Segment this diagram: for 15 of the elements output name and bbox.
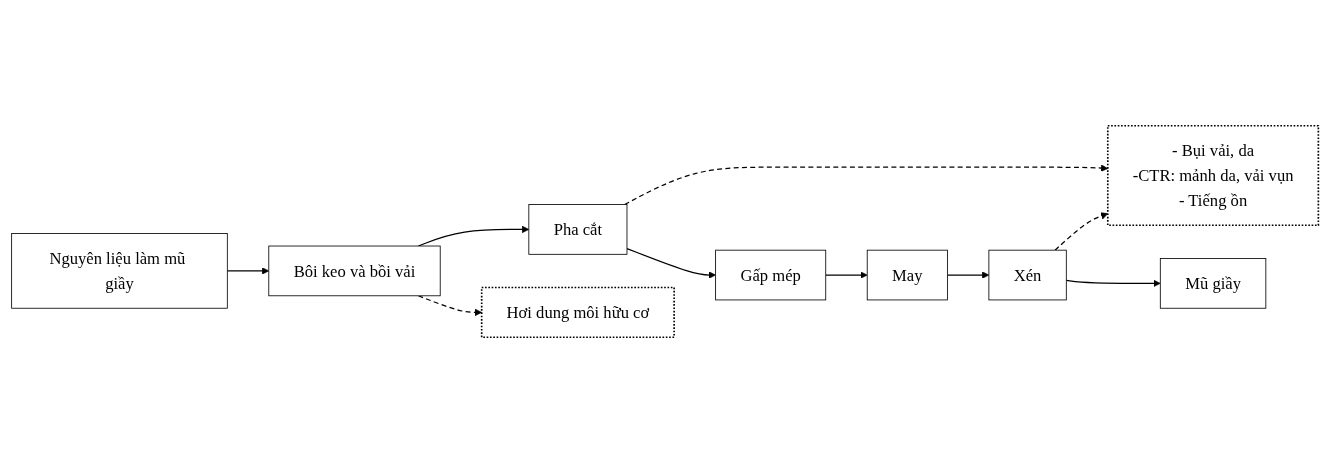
node-box: Hơi dung môi hữu cơ: [480, 286, 675, 339]
node-box: Gấp mép: [715, 249, 827, 301]
arrow: [1065, 279, 1161, 287]
arrow: [626, 247, 716, 279]
node-box: Pha cắt: [528, 204, 628, 255]
arrow: [417, 295, 482, 317]
node-box: May: [866, 249, 948, 301]
node-box: Nguyên liệu làm mũ giầy: [11, 233, 228, 309]
arrow: [825, 271, 868, 279]
node-box: Mũ giầy: [1159, 258, 1267, 309]
node-box: Xén: [988, 249, 1067, 301]
arrow: [226, 267, 270, 275]
arrow: [946, 271, 990, 279]
node-box: Bôi keo và bồi vải: [268, 245, 441, 297]
node-box: - Bụi vải, da -CTR: mảnh da, vải vụn - Tiếng ồn: [1106, 124, 1320, 227]
